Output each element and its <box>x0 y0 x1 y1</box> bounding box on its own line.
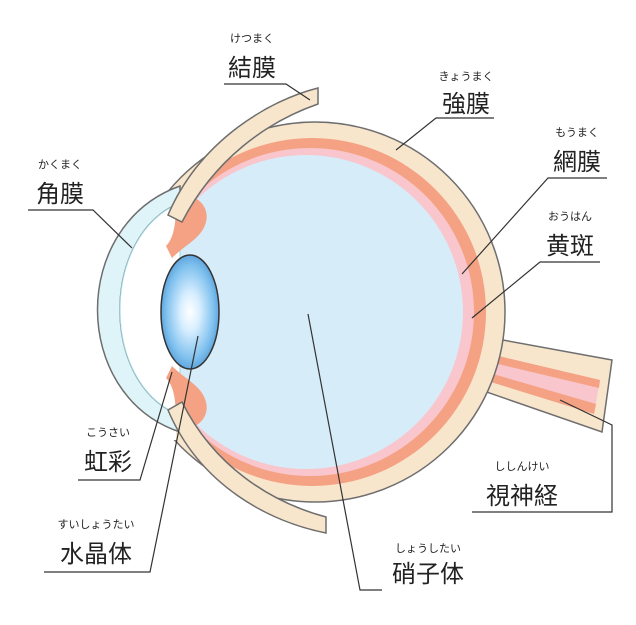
conjunctiva-upper <box>167 87 319 224</box>
text-retina: 網膜 <box>553 148 601 176</box>
leader-optic-nerve <box>472 399 613 513</box>
leader-macula <box>471 261 600 319</box>
label-iris: こうさい 虹彩 <box>84 426 132 476</box>
ruby-cornea: かくまく <box>38 158 82 171</box>
label-conjunctiva: けつまく 結膜 <box>228 32 276 82</box>
label-macula: おうはん 黄斑 <box>546 210 594 260</box>
text-sclera: 強膜 <box>442 90 490 118</box>
ruby-sclera: きょうまく <box>439 70 494 83</box>
text-cornea: 角膜 <box>36 180 84 208</box>
label-retina: もうまく 網膜 <box>553 126 601 176</box>
text-iris: 虹彩 <box>84 448 132 476</box>
text-lens: 水晶体 <box>60 540 132 568</box>
label-lens: すいしょうたい 水晶体 <box>58 518 135 568</box>
leader-lens <box>44 335 199 573</box>
conjunctiva-lower <box>167 400 327 534</box>
leader-retina <box>461 177 607 275</box>
text-conjunctiva: 結膜 <box>228 54 276 82</box>
leader-cornea <box>28 209 133 249</box>
ruby-optic-nerve: ししんけい <box>495 460 550 473</box>
leader-vitreous <box>307 313 382 591</box>
text-optic-nerve: 視神経 <box>486 482 558 510</box>
label-cornea: かくまく 角膜 <box>36 158 84 208</box>
label-optic-nerve: ししんけい 視神経 <box>486 460 558 510</box>
ruby-iris: こうさい <box>86 426 130 439</box>
leader-conjunctiva <box>224 83 311 101</box>
ruby-conjunctiva: けつまく <box>230 32 274 45</box>
vitreous-body <box>149 155 463 469</box>
ruby-retina: もうまく <box>555 126 599 139</box>
ruby-vitreous: しょうしたい <box>395 542 461 555</box>
lens <box>160 254 220 370</box>
leader-sclera <box>395 117 494 151</box>
text-vitreous: 硝子体 <box>392 560 464 588</box>
ruby-macula: おうはん <box>548 210 592 223</box>
ruby-lens: すいしょうたい <box>58 518 135 531</box>
label-vitreous: しょうしたい 硝子体 <box>392 542 464 588</box>
text-macula: 黄斑 <box>546 232 594 260</box>
leader-iris <box>78 371 173 481</box>
label-sclera: きょうまく 強膜 <box>439 70 494 118</box>
